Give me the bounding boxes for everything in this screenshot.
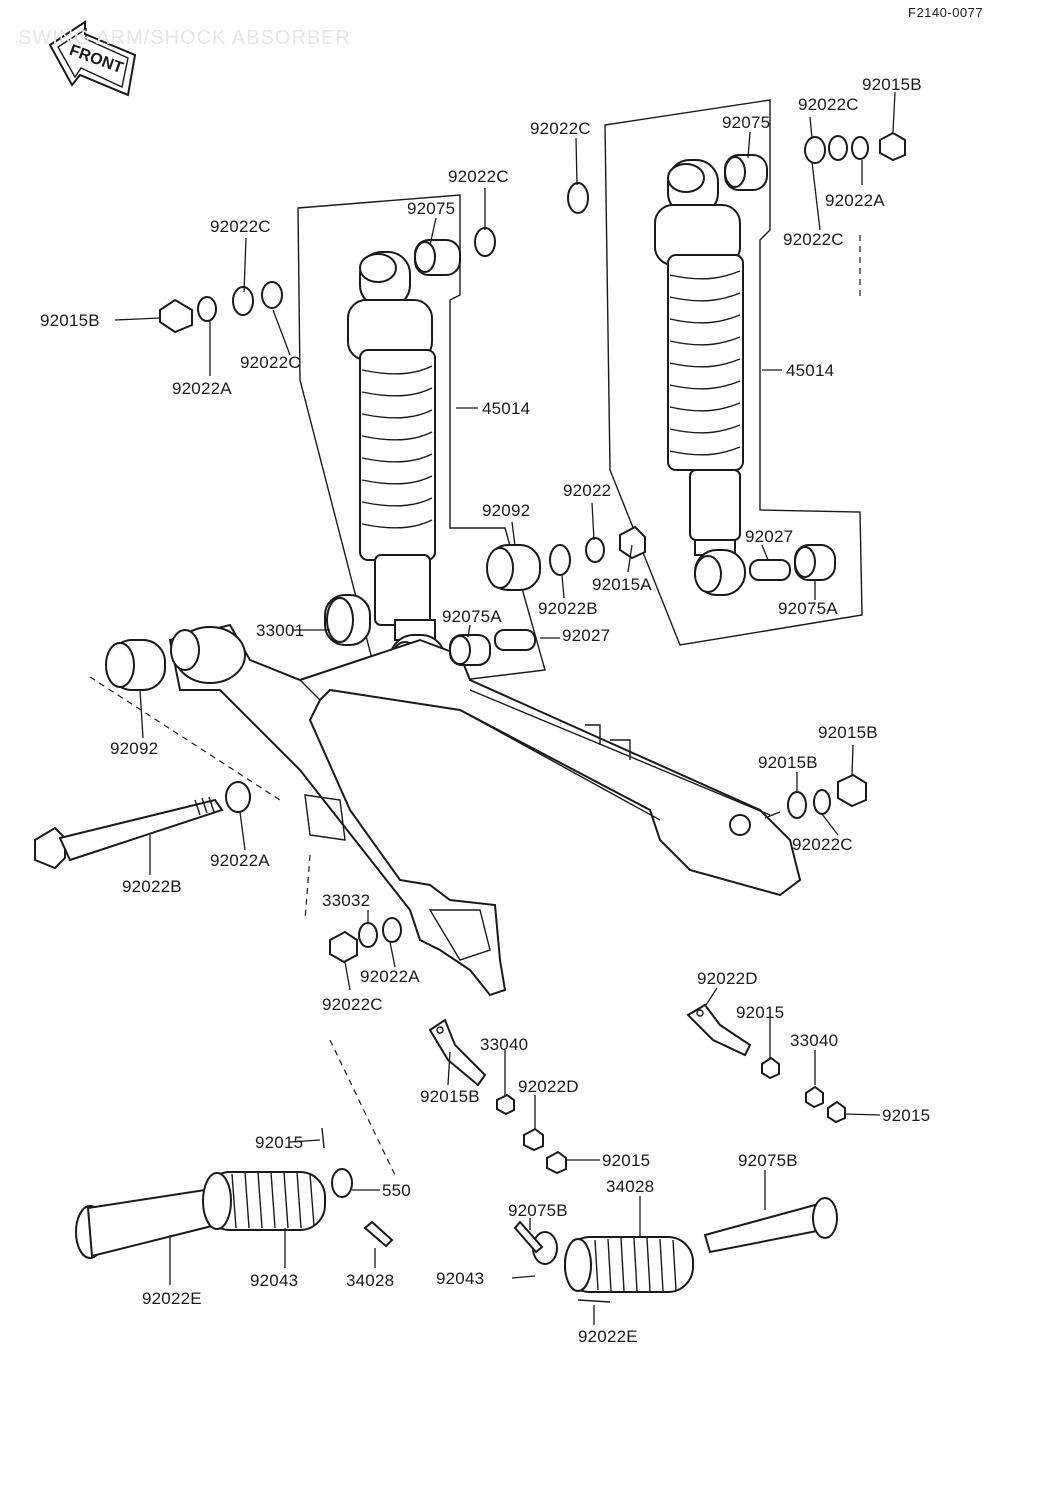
callout-label: 92022C [210, 217, 271, 236]
callout-label: 33040 [790, 1031, 839, 1050]
swing-arm [168, 594, 802, 997]
callout-label: 92022 [563, 481, 612, 500]
callout-label: 92022C [792, 835, 853, 854]
callout-label: 92022C [530, 119, 591, 138]
footpeg-assembly-right [513, 1197, 838, 1303]
callout-label: 33040 [480, 1035, 529, 1054]
callout-label: 92015B [40, 311, 100, 330]
callout-label: 92015B [420, 1087, 480, 1106]
callout-label: 92022C [798, 95, 859, 114]
callout-label: 92022C [448, 167, 509, 186]
callout-label: 34028 [346, 1271, 395, 1290]
pivot-bolt [34, 781, 251, 870]
lower-right-shock-hardware [749, 544, 836, 581]
callout-label: 92022A [172, 379, 232, 398]
callout-label: 33001 [256, 621, 305, 640]
callout-label: 45014 [482, 399, 531, 418]
lower-left-shock-hardware [449, 525, 646, 666]
callout-label: 92022D [518, 1077, 579, 1096]
callout-label: 92022A [360, 967, 420, 986]
callout-label: 92022E [578, 1327, 638, 1346]
front-arrow-badge [48, 20, 137, 97]
chain-adjuster-right [686, 1003, 752, 1057]
callout-label: 92015B [862, 75, 922, 94]
drawing-code: F2140-0077 [908, 5, 984, 20]
footpeg-assembly-left [75, 1127, 394, 1259]
callout-label: 92043 [436, 1269, 485, 1288]
callout-label: 92092 [482, 501, 531, 520]
shock-bushing-92092 [486, 544, 541, 591]
callout-label: 34028 [606, 1177, 655, 1196]
callout-label: 92022A [825, 191, 885, 210]
callout-label: 550 [382, 1181, 411, 1200]
upper-right-hardware [567, 131, 906, 214]
callout-label: 92075 [722, 113, 771, 132]
callout-label: 33032 [322, 891, 371, 910]
callout-label: 92015 [255, 1133, 304, 1152]
callout-label: 45014 [786, 361, 835, 380]
faint-diagram-title: SWING ARM/SHOCK ABSORBER [18, 27, 351, 49]
callout-label: 92022B [538, 599, 598, 618]
callout-label: 92015 [602, 1151, 651, 1170]
chain-adjuster-left [428, 1018, 487, 1087]
callout-label: 92022C [322, 995, 383, 1014]
callout-label: 92075B [738, 1151, 798, 1170]
callout-label: 92075 [407, 199, 456, 218]
callout-label: 92092 [110, 739, 159, 758]
callout-label: 92022A [210, 851, 270, 870]
callout-label: 92022D [697, 969, 758, 988]
callout-label: 92075A [778, 599, 838, 618]
leader-lines [114, 91, 896, 1325]
callout-label: 92015A [592, 575, 652, 594]
callout-label: 92015B [758, 753, 818, 772]
pivot-bushing-left [105, 639, 166, 691]
callout-label: 92022C [783, 230, 844, 249]
callout-label: 92027 [562, 626, 611, 645]
callout-label: 92027 [745, 527, 794, 546]
right-shock-group-outline [604, 99, 863, 646]
callout-label: 92043 [250, 1271, 299, 1290]
upper-left-hardware [159, 227, 496, 334]
right-shock-absorber [654, 159, 746, 596]
callout-label: 92015B [818, 723, 878, 742]
left-shock-group-outline [297, 194, 546, 691]
adjuster-nuts [496, 1056, 846, 1175]
callout-label: 92022B [122, 877, 182, 896]
torque-link-hardware [329, 917, 402, 964]
axle-end-hardware [764, 773, 867, 819]
callout-label: 92075A [442, 607, 502, 626]
callout-label: 92015 [736, 1003, 785, 1022]
callout-label: 92015 [882, 1106, 931, 1125]
callout-label: 92075B [508, 1201, 568, 1220]
alignment-dashed-lines [89, 235, 861, 1176]
callout-label: 92022E [142, 1289, 202, 1308]
callout-label: 92022C [240, 353, 301, 372]
